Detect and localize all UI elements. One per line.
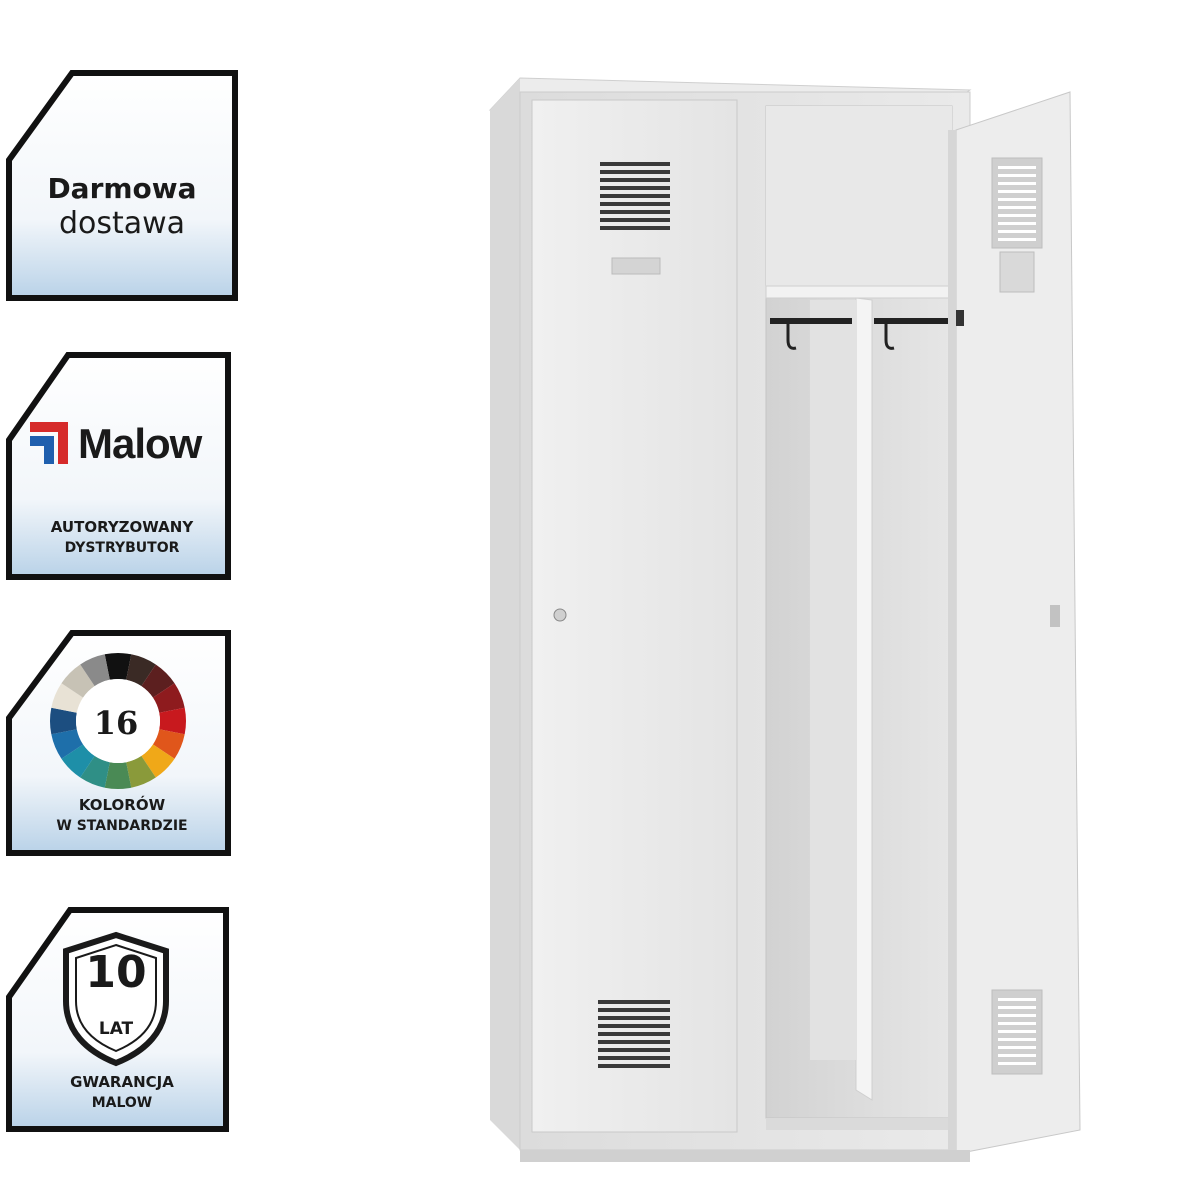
color-wheel-segment xyxy=(80,654,110,687)
locker-image xyxy=(488,77,1081,1162)
color-wheel-segment xyxy=(104,762,132,789)
color-wheel-segment xyxy=(126,755,156,788)
color-wheel-segment xyxy=(104,653,132,680)
color-wheel-segment xyxy=(152,683,185,713)
badge-free-delivery: Darmowa dostawa xyxy=(6,70,238,301)
color-wheel-segment xyxy=(61,744,95,778)
color-wheel-segment xyxy=(80,755,110,788)
color-wheel-segment xyxy=(61,664,95,698)
badge-distributor-line1: AUTORYZOWANY xyxy=(50,518,194,536)
color-wheel-segment xyxy=(51,683,84,713)
badge-warranty: 10 LAT GWARANCJA MALOW xyxy=(6,907,238,1132)
color-wheel-segment xyxy=(152,729,185,759)
warranty-unit: LAT xyxy=(98,1019,134,1039)
color-wheel-icon xyxy=(50,653,186,789)
color-wheel-segment xyxy=(51,729,84,759)
color-wheel-segment xyxy=(141,664,175,698)
shield-icon xyxy=(63,931,169,1067)
badge-warranty-line2: MALOW xyxy=(91,1095,153,1111)
badge-distributor-line2: DYSTRYBUTOR xyxy=(64,540,180,556)
badge-colors-line2: W STANDARDZIE xyxy=(56,818,188,834)
badge-frame xyxy=(6,352,231,580)
color-wheel-segment xyxy=(141,744,175,778)
color-wheel-center xyxy=(76,679,160,763)
warranty-years: 10 xyxy=(85,947,147,998)
malow-logo-icon xyxy=(30,422,68,464)
color-wheel-segment xyxy=(126,654,156,687)
badge-delivery-line1: Darmowa xyxy=(47,172,197,205)
color-wheel-segment xyxy=(159,707,186,735)
badge-authorized-distributor: Malow AUTORYZOWANY DYSTRYBUTOR xyxy=(6,352,238,580)
malow-brand-name: Malow xyxy=(78,420,202,467)
badge-delivery-line2: dostawa xyxy=(58,206,186,241)
badge-colors-line1: KOLORÓW xyxy=(78,796,166,814)
color-wheel-segment xyxy=(50,707,77,735)
badge-16-colors: 16 KOLORÓW W STANDARDZIE xyxy=(6,630,238,856)
badge-warranty-line1: GWARANCJA xyxy=(70,1073,174,1091)
colors-count: 16 xyxy=(93,704,139,742)
badge-frame xyxy=(6,70,238,301)
